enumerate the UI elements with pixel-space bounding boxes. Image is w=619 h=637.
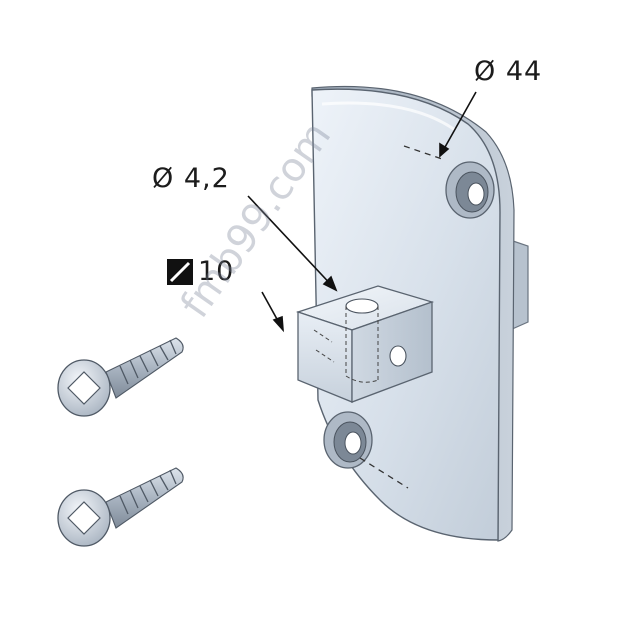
leader-diameter-44 — [439, 91, 477, 157]
square-block — [295, 285, 435, 403]
leader-diameter-4-2 — [247, 195, 337, 291]
diameter-4-2-label: Ø 4,2 — [152, 163, 230, 194]
screw-upper — [57, 337, 184, 417]
square-section-icon — [167, 259, 193, 285]
hole-axis-lines — [359, 145, 446, 489]
diameter-44-label: Ø 44 — [474, 56, 543, 87]
square-10-label: 10 — [198, 256, 235, 287]
dimension-leaders — [247, 91, 477, 333]
screw-lower — [57, 467, 184, 547]
upper-screw-hole — [445, 161, 495, 219]
lower-screw-hole — [323, 411, 373, 469]
